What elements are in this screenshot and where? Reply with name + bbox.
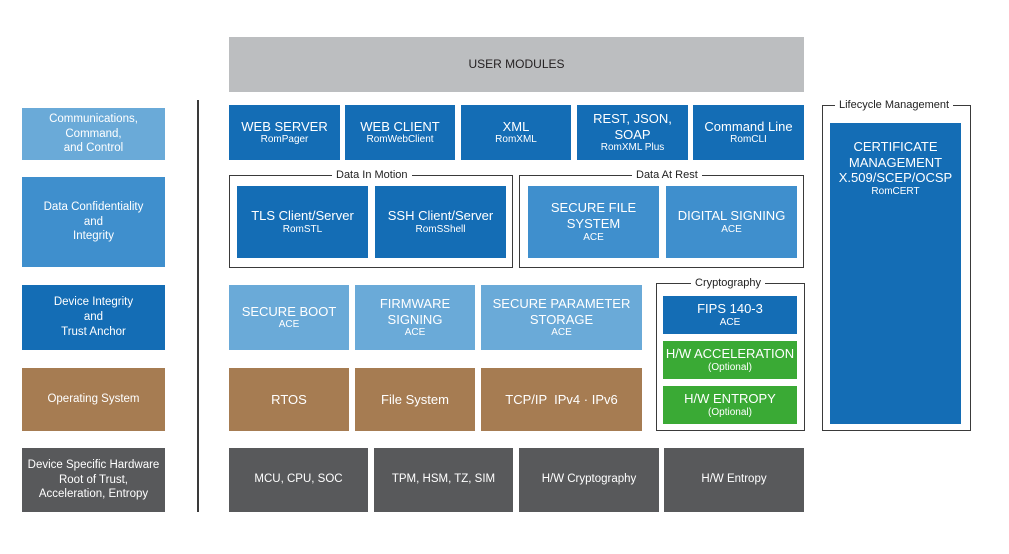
left-label-text: Data Confidentiality and Integrity	[43, 200, 144, 243]
box-title: H/W ENTROPY	[684, 391, 776, 407]
box-title: SSH Client/Server	[387, 208, 494, 224]
command-line-box: Command Line RomCLI	[693, 105, 804, 160]
box-subtitle: (Optional)	[708, 361, 752, 373]
box-subtitle: ACE	[551, 327, 572, 339]
box-title: SECURE BOOT	[241, 303, 337, 319]
box-subtitle: ACE	[583, 231, 604, 243]
box-title: REST, JSON, SOAP	[593, 110, 672, 142]
box-title: RTOS	[271, 391, 307, 407]
ssh-box: SSH Client/Server RomSShell	[375, 186, 506, 258]
secure-boot-box: SECURE BOOT ACE	[229, 285, 349, 350]
rest-json-soap-box: REST, JSON, SOAP RomXML Plus	[577, 105, 688, 160]
box-title: CERTIFICATE MANAGEMENT X.509/SCEP/OCSP	[838, 139, 953, 186]
box-title: Command Line	[704, 118, 793, 134]
box-title: WEB CLIENT	[360, 118, 440, 134]
box-subtitle: RomSShell	[415, 223, 466, 235]
box-subtitle: RomXML	[495, 134, 537, 146]
hw-entropy-box: H/W ENTROPY (Optional)	[663, 386, 797, 424]
web-client-box: WEB CLIENT RomWebClient	[345, 105, 455, 160]
firmware-signing-box: FIRMWARE SIGNING ACE	[355, 285, 475, 350]
box-subtitle: RomPager	[260, 134, 309, 146]
left-label-hardware: Device Specific Hardware Root of Trust, …	[22, 448, 165, 512]
left-label-communications: Communications, Command, and Control	[22, 108, 165, 160]
box-title: MCU, CPU, SOC	[254, 473, 343, 486]
left-label-text: Operating System	[47, 393, 140, 406]
box-title: DIGITAL SIGNING	[677, 208, 786, 224]
box-title: TLS Client/Server	[251, 208, 354, 224]
tcpip-box: TCP/IP IPv4 · IPv6	[481, 368, 642, 431]
left-label-data-confidentiality: Data Confidentiality and Integrity	[22, 177, 165, 267]
digital-signing-box: DIGITAL SIGNING ACE	[666, 186, 797, 258]
user-modules-label: USER MODULES	[468, 57, 565, 72]
box-title: FIPS 140-3	[697, 301, 763, 317]
box-title: H/W Cryptography	[541, 473, 637, 486]
box-subtitle: ACE	[721, 223, 742, 235]
box-subtitle: RomCERT	[871, 185, 920, 197]
left-label-device-integrity: Device Integrity and Trust Anchor	[22, 285, 165, 350]
left-label-text: Device Specific Hardware Root of Trust, …	[27, 458, 160, 501]
rtos-box: RTOS	[229, 368, 349, 431]
box-subtitle: RomXML Plus	[600, 142, 665, 154]
user-modules-bar: USER MODULES	[229, 37, 804, 92]
box-subtitle: ACE	[719, 316, 741, 328]
separator-line	[197, 100, 199, 512]
certificate-management-box: CERTIFICATE MANAGEMENT X.509/SCEP/OCSP R…	[830, 123, 961, 424]
left-label-text: Device Integrity and Trust Anchor	[53, 296, 134, 338]
box-subtitle: ACE	[278, 319, 300, 331]
box-subtitle: RomCLI	[730, 134, 767, 146]
box-subtitle: RomSTL	[282, 223, 323, 235]
secure-parameter-storage-box: SECURE PARAMETER STORAGE ACE	[481, 285, 642, 350]
hw-entropy-hardware-box: H/W Entropy	[664, 448, 804, 512]
box-title: File System	[381, 391, 449, 407]
box-title: WEB SERVER	[241, 118, 328, 134]
fips-box: FIPS 140-3 ACE	[663, 296, 797, 334]
box-subtitle: RomWebClient	[366, 134, 434, 146]
box-title: SECURE PARAMETER STORAGE	[492, 295, 631, 327]
box-title: H/W ACCELERATION	[665, 346, 795, 362]
secure-file-system-box: SECURE FILE SYSTEM ACE	[528, 186, 659, 258]
xml-box: XML RomXML	[461, 105, 571, 160]
box-title: H/W Entropy	[701, 473, 767, 486]
hw-cryptography-box: H/W Cryptography	[519, 448, 659, 512]
lifecycle-management-caption: Lifecycle Management	[835, 99, 954, 111]
tpm-hsm-box: TPM, HSM, TZ, SIM	[374, 448, 513, 512]
box-title: TCP/IP IPv4 · IPv6	[505, 391, 618, 407]
tls-box: TLS Client/Server RomSTL	[237, 186, 368, 258]
box-subtitle: ACE	[404, 327, 426, 339]
mcu-cpu-soc-box: MCU, CPU, SOC	[229, 448, 368, 512]
file-system-box: File System	[355, 368, 475, 431]
box-title: TPM, HSM, TZ, SIM	[391, 473, 496, 486]
left-label-operating-system: Operating System	[22, 368, 165, 431]
data-at-rest-caption: Data At Rest	[632, 169, 702, 181]
data-in-motion-caption: Data In Motion	[332, 169, 412, 181]
box-title: FIRMWARE SIGNING	[379, 295, 451, 327]
hw-acceleration-box: H/W ACCELERATION (Optional)	[663, 341, 797, 379]
box-subtitle: (Optional)	[708, 406, 752, 418]
box-title: SECURE FILE SYSTEM	[550, 200, 637, 231]
left-label-text: Communications, Command, and Control	[49, 112, 138, 155]
cryptography-caption: Cryptography	[691, 277, 766, 289]
web-server-box: WEB SERVER RomPager	[229, 105, 340, 160]
box-title: XML	[502, 118, 530, 134]
